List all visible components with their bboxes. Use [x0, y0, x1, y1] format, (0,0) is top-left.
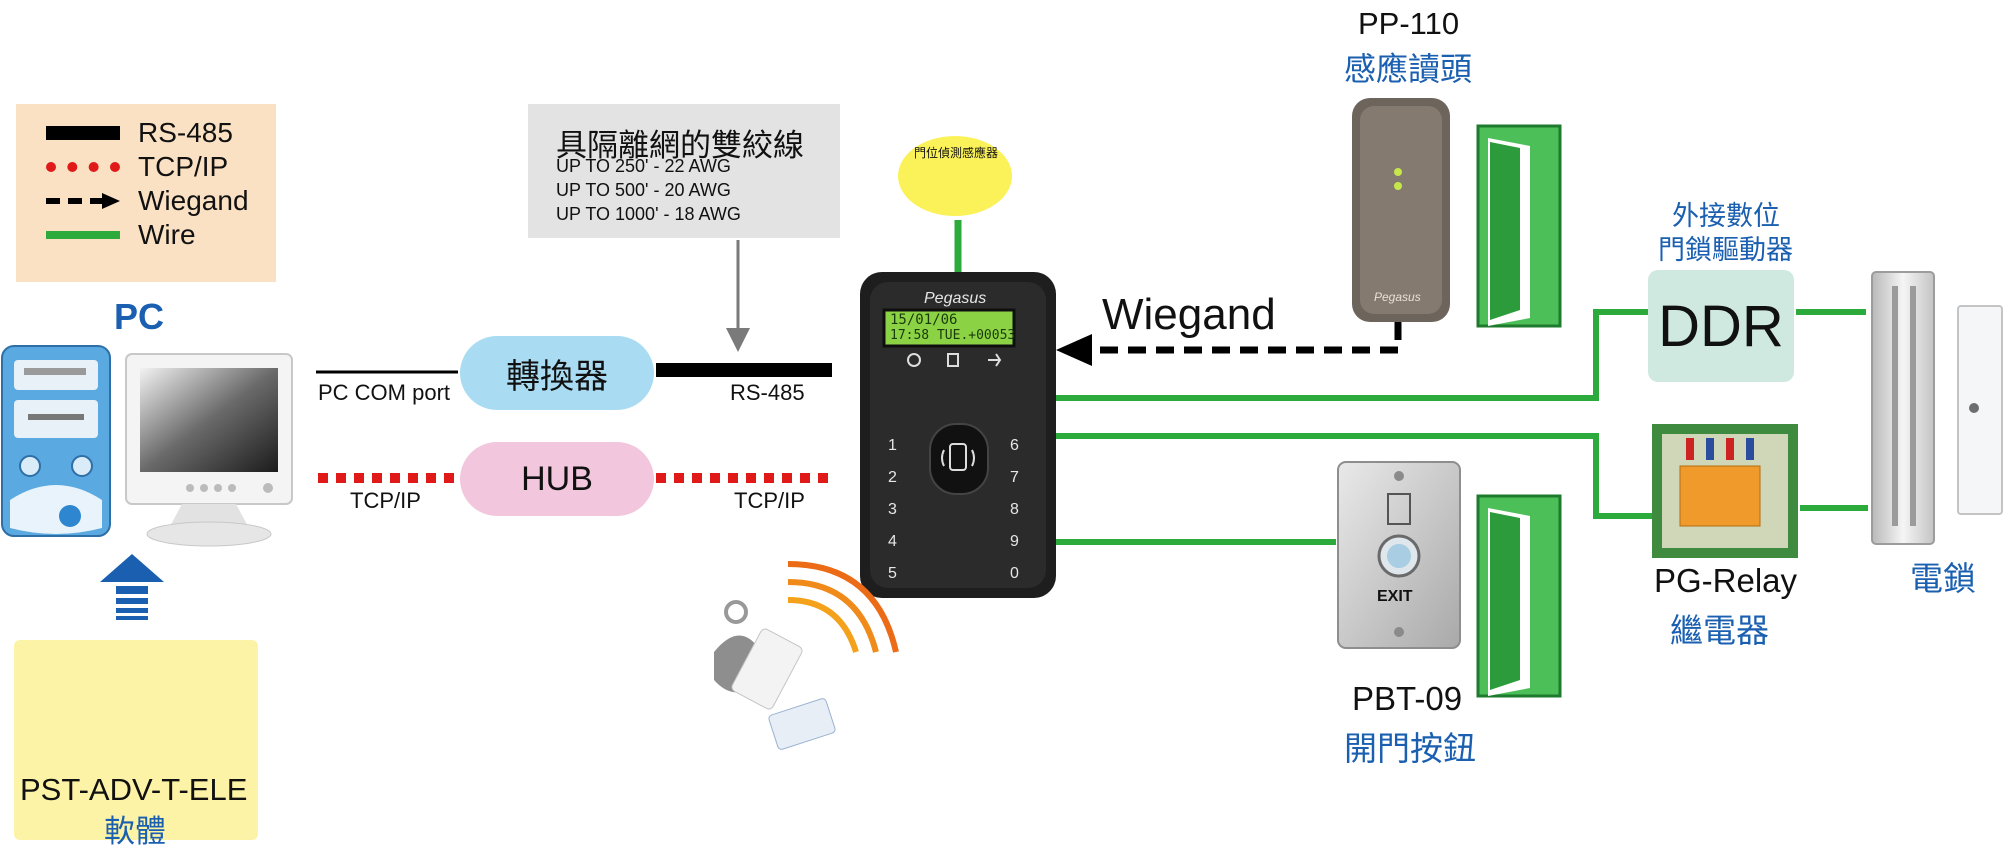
- rfid-credentials-icon: [714, 561, 899, 750]
- controller-brand: Pegasus: [924, 290, 987, 307]
- converter-left-label: PC COM port: [318, 380, 451, 405]
- converter-node: 轉換器: [460, 336, 654, 410]
- cable-note-arrow: [726, 328, 750, 352]
- legend-item-rs485: RS-485: [46, 117, 233, 148]
- exit-button-name: 開門按鈕: [1344, 730, 1476, 767]
- controller-lcd-line1: 15/01/06: [890, 312, 958, 328]
- cable-note: 具隔離網的雙絞線 UP TO 250' - 22 AWG UP TO 500' …: [528, 104, 840, 238]
- reader-device: [1352, 98, 1450, 322]
- legend-swatch-wire: [46, 231, 120, 239]
- controller-key: 8: [1010, 501, 1019, 518]
- software-model: PST-ADV-T-ELE: [20, 772, 248, 807]
- cable-note-title: 具隔離網的雙絞線: [556, 128, 804, 163]
- reader-model: PP-110: [1358, 6, 1460, 41]
- ddr-node: DDR: [1648, 270, 1794, 382]
- controller-key: 7: [1010, 469, 1019, 486]
- cable-note-line: UP TO 500' - 20 AWG: [556, 180, 731, 200]
- legend-swatch-tcpip: [46, 162, 120, 172]
- legend-swatch-wiegand: [46, 193, 120, 209]
- controller-device: [860, 272, 1056, 598]
- controller-key: 5: [888, 565, 897, 582]
- door-sensor-bubble: [898, 136, 1012, 216]
- controller-key: 9: [1010, 533, 1019, 550]
- electric-lock-device: [1871, 271, 2003, 545]
- legend-item-wire: Wire: [46, 219, 196, 250]
- lock-name: 電鎖: [1910, 560, 1976, 597]
- software-name: 軟體: [104, 814, 166, 849]
- door-sensor-label: 門位偵測感應器: [914, 146, 999, 160]
- controller-key: 0: [1010, 565, 1019, 582]
- wire-to-ddr: [1054, 309, 1648, 401]
- controller-key: 3: [888, 501, 897, 518]
- legend-label: Wiegand: [138, 185, 249, 216]
- relay-model: PG-Relay: [1654, 562, 1798, 599]
- pc-title: PC: [114, 296, 165, 337]
- relay-board: [1652, 424, 1798, 558]
- relay-name: 繼電器: [1670, 612, 1769, 649]
- pc-tower: [1, 345, 111, 537]
- exit-button-model: PBT-09: [1352, 680, 1463, 717]
- controller-key: 2: [888, 469, 897, 486]
- door-icon-top: [1476, 124, 1562, 328]
- legend-label: RS-485: [138, 117, 233, 148]
- door-icon-bottom: [1476, 494, 1562, 698]
- pc-monitor: [125, 353, 293, 547]
- controller-key: 1: [888, 437, 897, 454]
- legend-item-tcpip: TCP/IP: [46, 151, 229, 182]
- legend-item-wiegand: Wiegand: [46, 185, 249, 216]
- wiegand-label: Wiegand: [1102, 290, 1276, 339]
- ddr-caption-line1: 外接數位: [1672, 201, 1780, 231]
- legend-swatch-rs485: [46, 126, 120, 140]
- legend: RS-485 TCP/IP Wiegand Wire: [16, 104, 276, 282]
- converter-right-label: RS-485: [730, 380, 805, 405]
- controller-key: 6: [1010, 437, 1019, 454]
- reader-brand: Pegasus: [1374, 290, 1421, 304]
- wiegand-arrowhead: [1056, 334, 1092, 366]
- wiegand-line: [1090, 322, 1402, 354]
- cable-note-line: UP TO 250' - 22 AWG: [556, 156, 731, 176]
- exit-button-device: [1337, 461, 1461, 649]
- legend-label: TCP/IP: [138, 151, 229, 182]
- hub-left-label: TCP/IP: [350, 488, 421, 513]
- wire-to-relay: [1054, 433, 1652, 519]
- reader-name: 感應讀頭: [1344, 51, 1473, 87]
- legend-label: Wire: [138, 219, 196, 250]
- controller-key: 4: [888, 533, 897, 550]
- exit-button-face-text: EXIT: [1377, 588, 1413, 605]
- controller-lcd-line2: 17:58 TUE.+00053: [890, 328, 1016, 343]
- software-panel: [14, 640, 258, 840]
- hub-node: HUB: [460, 442, 654, 516]
- hub-right-label: TCP/IP: [734, 488, 805, 513]
- cable-note-line: UP TO 1000' - 18 AWG: [556, 204, 741, 224]
- upload-arrow-icon: [100, 554, 164, 620]
- ddr-caption-line2: 門鎖驅動器: [1658, 235, 1793, 265]
